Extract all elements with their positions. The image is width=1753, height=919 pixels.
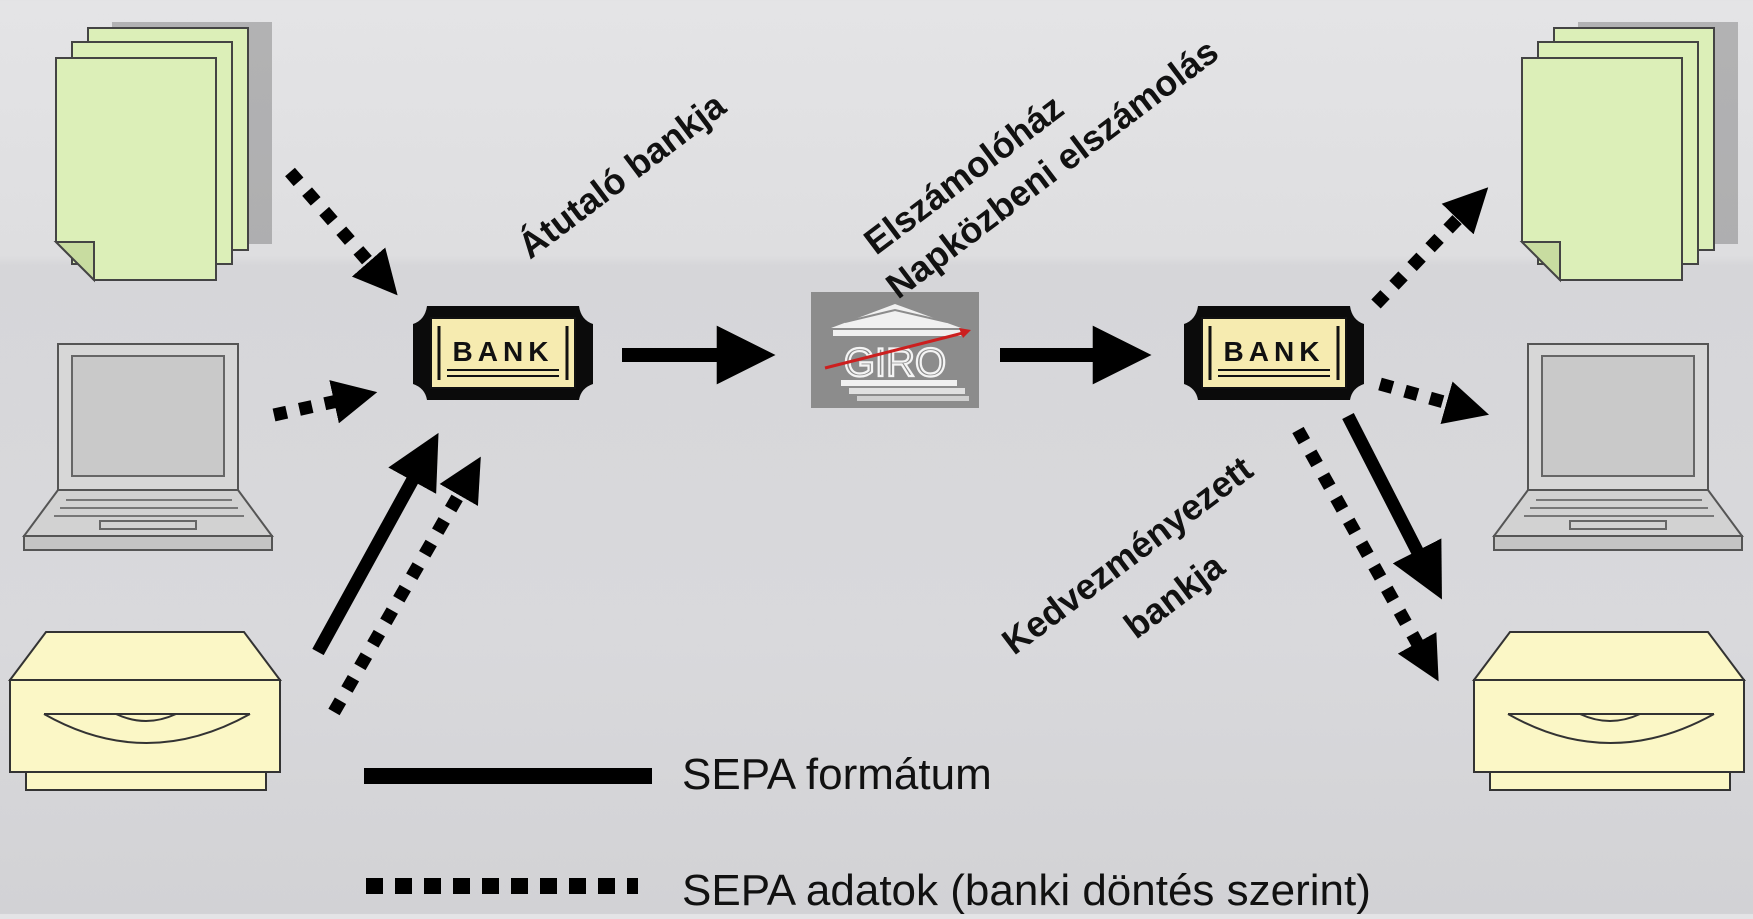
- svg-text:GIRO: GIRO: [844, 341, 946, 385]
- legend-solid-label: SEPA formátum: [682, 750, 992, 799]
- svg-text:BANK: BANK: [1224, 336, 1325, 367]
- beneficiary-laptop-icon: [1493, 343, 1743, 551]
- svg-text:BANK: BANK: [453, 336, 554, 367]
- sender-disk-drive-icon: [9, 631, 281, 791]
- sender-laptop-icon: [23, 343, 273, 551]
- sender-bank-icon: BANK: [411, 304, 595, 402]
- beneficiary-disk-drive-icon: [1473, 631, 1745, 791]
- legend-dotted-label: SEPA adatok (banki döntés szerint): [682, 866, 1371, 915]
- giro-clearing-house-icon: GIRO: [811, 292, 979, 408]
- sender-paper-document-icon: [55, 21, 273, 281]
- beneficiary-paper-document-icon: [1521, 21, 1739, 281]
- beneficiary-bank-icon: BANK: [1182, 304, 1366, 402]
